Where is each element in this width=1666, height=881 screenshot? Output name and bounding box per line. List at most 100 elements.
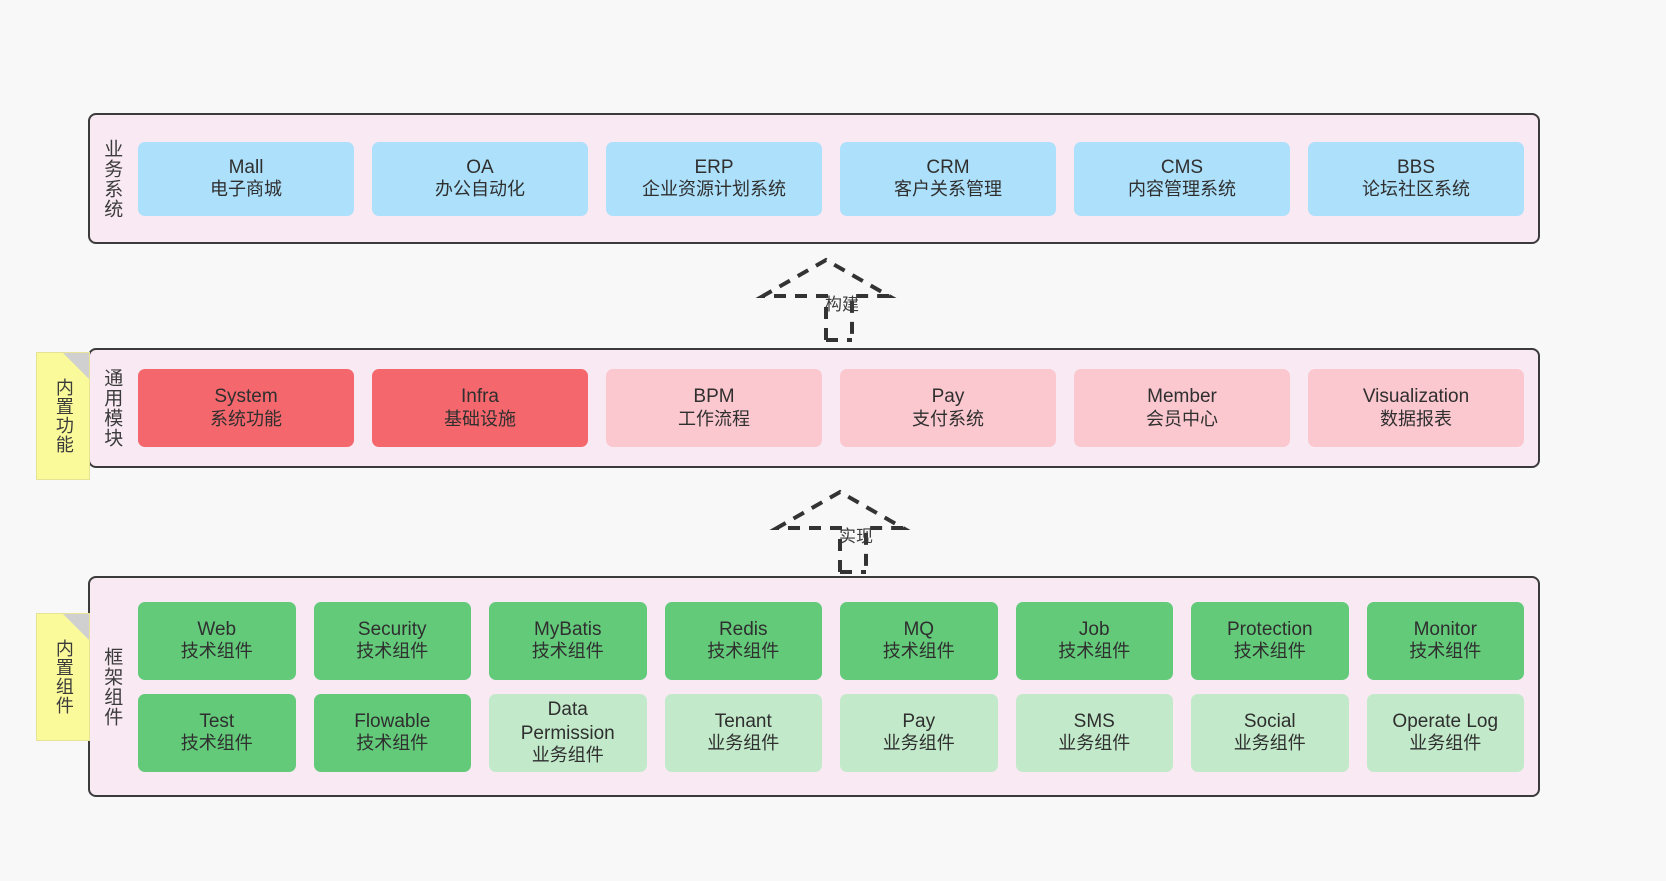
node-label-en: CMS <box>1160 156 1204 178</box>
node-label-en: Pay <box>902 710 936 732</box>
node-label-en: SMS <box>1073 710 1115 732</box>
sticky-note-built-in-components[interactable]: 内置组件 <box>36 613 90 741</box>
node-label-en: Monitor <box>1413 618 1477 640</box>
connector-build: 构建 <box>742 256 922 348</box>
node-label-cn: 技术组件 <box>1409 641 1482 662</box>
business-row: Mall 电子商城 OA 办公自动化 ERP 企业资源计划系统 CRM 客户关系… <box>138 141 1524 216</box>
node-label-cn: 技术组件 <box>180 641 253 662</box>
node-label-en: Mall <box>228 156 264 178</box>
node-label-cn: 内容管理系统 <box>1128 179 1236 200</box>
node-label-cn: 业务组件 <box>1233 733 1306 754</box>
node-crm[interactable]: CRM 客户关系管理 <box>840 141 1056 216</box>
node-erp[interactable]: ERP 企业资源计划系统 <box>606 141 822 216</box>
node-label-cn: 会员中心 <box>1146 408 1218 429</box>
node-label-en: Flowable <box>354 710 431 732</box>
node-mybatis[interactable]: MyBatis 技术组件 <box>489 601 647 680</box>
sticky-label: 内置组件 <box>53 639 74 715</box>
node-label-cn: 技术组件 <box>882 641 955 662</box>
node-bbs[interactable]: BBS 论坛社区系统 <box>1308 141 1524 216</box>
sticky-note-built-in-functions[interactable]: 内置功能 <box>36 352 90 480</box>
node-label-en: MQ <box>903 618 935 640</box>
node-label-cn: 论坛社区系统 <box>1362 179 1470 200</box>
node-label-cn: 支付系统 <box>912 408 984 429</box>
connector-implement: 实现 <box>756 488 936 580</box>
node-protection[interactable]: Protection 技术组件 <box>1191 601 1349 680</box>
connector-build-label: 构建 <box>825 295 859 314</box>
layer-body-business: Mall 电子商城 OA 办公自动化 ERP 企业资源计划系统 CRM 客户关系… <box>132 115 1538 242</box>
node-label-cn: 客户关系管理 <box>894 179 1002 200</box>
node-label-en: Visualization <box>1362 386 1470 408</box>
sticky-label: 内置功能 <box>53 378 74 454</box>
connector-implement-label: 实现 <box>839 527 873 546</box>
node-security[interactable]: Security 技术组件 <box>313 601 471 680</box>
layer-title-framework: 框架组件 <box>101 646 123 727</box>
node-label-cn: 业务组件 <box>882 733 955 754</box>
node-label-en: Redis <box>718 618 768 640</box>
node-label-cn: 技术组件 <box>1233 641 1306 662</box>
node-infra[interactable]: Infra 基础设施 <box>372 369 588 447</box>
layer-body-framework: Web 技术组件 Security 技术组件 MyBatis 技术组件 Redi… <box>132 578 1538 795</box>
node-bpm[interactable]: BPM 工作流程 <box>606 369 822 447</box>
node-label-en: Job <box>1078 618 1110 640</box>
node-label-cn: 电子商城 <box>210 179 282 200</box>
layer-body-modules: System 系统功能 Infra 基础设施 BPM 工作流程 Pay 支付系统… <box>132 350 1538 466</box>
layer-title-business: 业务系统 <box>101 138 123 219</box>
node-test[interactable]: Test 技术组件 <box>138 693 296 772</box>
connector-build-arrow <box>755 257 897 342</box>
node-label-en: Social <box>1243 710 1296 732</box>
node-label-cn: 基础设施 <box>444 408 516 429</box>
layer-framework-components: 框架组件 Web 技术组件 Security 技术组件 MyBatis 技术组件… <box>88 576 1540 797</box>
node-mall[interactable]: Mall 电子商城 <box>138 141 354 216</box>
layer-common-modules: 通用模块 System 系统功能 Infra 基础设施 BPM 工作流程 Pay… <box>88 348 1540 468</box>
framework-row-biz: Test 技术组件 Flowable 技术组件 Data Permission … <box>138 693 1524 772</box>
modules-row: System 系统功能 Infra 基础设施 BPM 工作流程 Pay 支付系统… <box>138 369 1524 447</box>
node-cms[interactable]: CMS 内容管理系统 <box>1074 141 1290 216</box>
node-label-cn: 工作流程 <box>678 408 750 429</box>
node-label-en: Security <box>357 618 427 640</box>
node-label-cn: 技术组件 <box>180 733 253 754</box>
node-label-cn: 数据报表 <box>1380 408 1452 429</box>
node-label-en: BBS <box>1396 156 1436 178</box>
node-label-cn: 技术组件 <box>356 733 429 754</box>
node-label-en: Test <box>199 710 235 732</box>
node-redis[interactable]: Redis 技术组件 <box>664 601 822 680</box>
node-sms[interactable]: SMS 业务组件 <box>1015 693 1173 772</box>
node-label-en: Tenant <box>714 710 772 732</box>
node-label-en: BPM <box>693 386 735 408</box>
node-label-en: System <box>214 386 278 408</box>
node-label-en: OA <box>466 156 494 178</box>
node-label-en: Web <box>197 618 237 640</box>
node-label-cn: 技术组件 <box>356 641 429 662</box>
node-system[interactable]: System 系统功能 <box>138 369 354 447</box>
connector-implement-arrow <box>769 489 911 574</box>
node-social[interactable]: Social 业务组件 <box>1191 693 1349 772</box>
node-label-cn: 办公自动化 <box>435 179 525 200</box>
node-visualization[interactable]: Visualization 数据报表 <box>1308 369 1524 447</box>
node-pay-module[interactable]: Pay 支付系统 <box>840 369 1056 447</box>
node-flowable[interactable]: Flowable 技术组件 <box>313 693 471 772</box>
node-label-cn: 业务组件 <box>1409 733 1482 754</box>
node-label-cn: 业务组件 <box>531 744 604 765</box>
node-mq[interactable]: MQ 技术组件 <box>840 601 998 680</box>
node-label-en: Member <box>1147 386 1217 408</box>
node-web[interactable]: Web 技术组件 <box>138 601 296 680</box>
node-label-en: ERP <box>694 156 734 178</box>
node-member[interactable]: Member 会员中心 <box>1074 369 1290 447</box>
node-label-cn: 企业资源计划系统 <box>642 179 786 200</box>
framework-row-tech: Web 技术组件 Security 技术组件 MyBatis 技术组件 Redi… <box>138 601 1524 680</box>
node-data-permission[interactable]: Data Permission 业务组件 <box>489 693 647 772</box>
node-monitor[interactable]: Monitor 技术组件 <box>1366 601 1524 680</box>
node-pay-component[interactable]: Pay 业务组件 <box>840 693 998 772</box>
node-tenant[interactable]: Tenant 业务组件 <box>664 693 822 772</box>
node-oa[interactable]: OA 办公自动化 <box>372 141 588 216</box>
node-label-cn: 业务组件 <box>707 733 780 754</box>
node-label-en: Pay <box>931 386 965 408</box>
node-operate-log[interactable]: Operate Log 业务组件 <box>1366 693 1524 772</box>
node-label-en: CRM <box>926 156 970 178</box>
node-label-cn: 业务组件 <box>1058 733 1131 754</box>
node-label-en: Operate Log <box>1392 710 1499 732</box>
node-label-cn: 系统功能 <box>210 408 282 429</box>
node-job[interactable]: Job 技术组件 <box>1015 601 1173 680</box>
layer-title-modules: 通用模块 <box>101 368 123 448</box>
